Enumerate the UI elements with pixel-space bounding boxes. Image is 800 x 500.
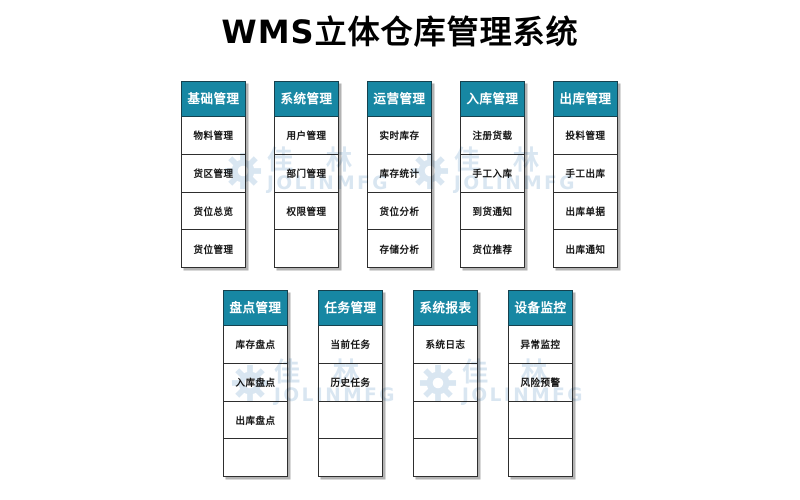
module-cell — [274, 230, 339, 268]
module-cell: 入库盘点 — [223, 363, 288, 402]
group-inbound-management: 入库管理 注册货载 手工入库 到货通知 货位推荐 — [460, 81, 525, 268]
module-cell: 出库盘点 — [223, 401, 288, 440]
group-system-reports: 系统报表 系统日志 — [413, 290, 478, 477]
module-cell: 出库单据 — [553, 192, 618, 231]
group-header-task-management: 任务管理 — [318, 290, 383, 326]
module-cell: 货区管理 — [181, 154, 246, 193]
module-cell — [223, 439, 288, 477]
module-cell: 手工入库 — [460, 154, 525, 193]
module-cell: 部门管理 — [274, 154, 339, 193]
module-cell: 手工出库 — [553, 154, 618, 193]
module-cell — [318, 401, 383, 440]
group-outbound-management: 出库管理 投料管理 手工出库 出库单据 出库通知 — [553, 81, 618, 268]
group-basic-management: 基础管理 物料管理 货区管理 货位总览 货位管理 — [181, 81, 246, 268]
module-cell: 风险预警 — [508, 363, 573, 402]
module-cell: 库存盘点 — [223, 326, 288, 364]
module-cell: 注册货载 — [460, 117, 525, 155]
group-header-outbound-management: 出库管理 — [553, 81, 618, 117]
module-cell: 历史任务 — [318, 363, 383, 402]
module-cell — [318, 439, 383, 477]
module-cell: 用户管理 — [274, 117, 339, 155]
module-cell: 物料管理 — [181, 117, 246, 155]
module-cell: 库存统计 — [367, 154, 432, 193]
module-cell: 货位分析 — [367, 192, 432, 231]
module-cell: 当前任务 — [318, 326, 383, 364]
module-cell — [413, 401, 478, 440]
module-cell: 投料管理 — [553, 117, 618, 155]
module-cell: 权限管理 — [274, 192, 339, 231]
module-cell — [413, 363, 478, 402]
module-cell: 系统日志 — [413, 326, 478, 364]
group-equipment-monitoring: 设备监控 异常监控 风险预警 — [508, 290, 573, 477]
group-header-system-management: 系统管理 — [274, 81, 339, 117]
module-cell: 存储分析 — [367, 230, 432, 268]
module-cell — [413, 439, 478, 477]
module-row-bottom: 盘点管理 库存盘点 入库盘点 出库盘点 任务管理 当前任务 历史任务 系统报表 … — [223, 290, 573, 477]
module-cell: 实时库存 — [367, 117, 432, 155]
module-cell: 到货通知 — [460, 192, 525, 231]
group-header-equipment-monitoring: 设备监控 — [508, 290, 573, 326]
group-task-management: 任务管理 当前任务 历史任务 — [318, 290, 383, 477]
module-cell — [508, 439, 573, 477]
module-cell: 货位推荐 — [460, 230, 525, 268]
group-header-basic-management: 基础管理 — [181, 81, 246, 117]
group-operations-management: 运营管理 实时库存 库存统计 货位分析 存储分析 — [367, 81, 432, 268]
group-stocktaking-management: 盘点管理 库存盘点 入库盘点 出库盘点 — [223, 290, 288, 477]
module-cell: 货位管理 — [181, 230, 246, 268]
group-header-system-reports: 系统报表 — [413, 290, 478, 326]
group-system-management: 系统管理 用户管理 部门管理 权限管理 — [274, 81, 339, 268]
module-cell: 异常监控 — [508, 326, 573, 364]
page-title: WMS立体仓库管理系统 — [221, 13, 579, 51]
module-row-top: 基础管理 物料管理 货区管理 货位总览 货位管理 系统管理 用户管理 部门管理 … — [181, 81, 618, 268]
module-cell: 出库通知 — [553, 230, 618, 268]
group-header-inbound-management: 入库管理 — [460, 81, 525, 117]
group-header-stocktaking-management: 盘点管理 — [223, 290, 288, 326]
module-cell — [508, 401, 573, 440]
group-header-operations-management: 运营管理 — [367, 81, 432, 117]
module-cell: 货位总览 — [181, 192, 246, 231]
